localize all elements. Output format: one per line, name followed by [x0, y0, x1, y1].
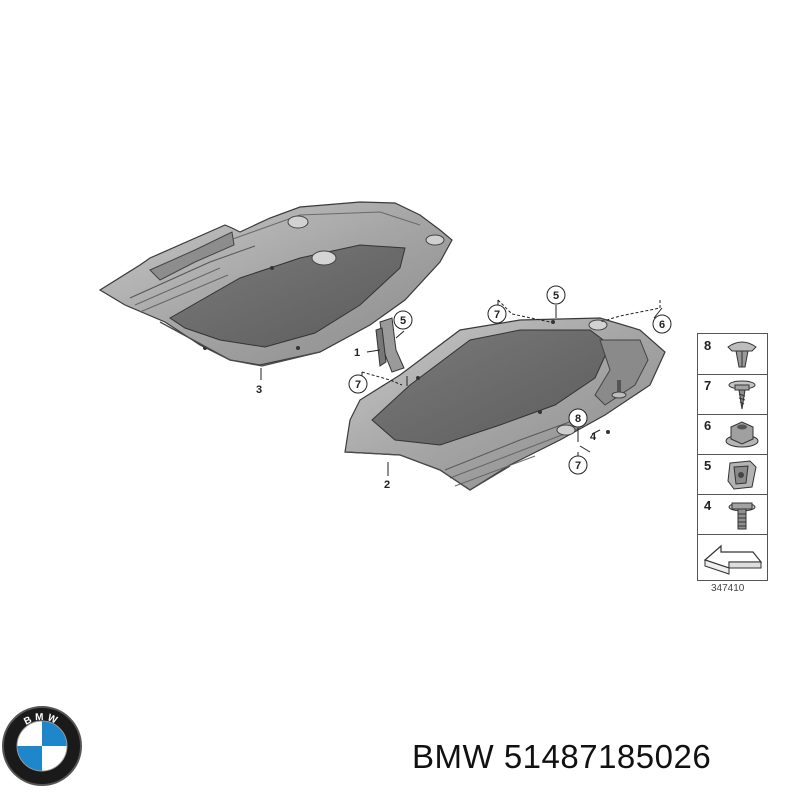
bmw-logo: BMW [2, 706, 82, 786]
tapping-screw-icon [728, 380, 756, 410]
clip-nut-icon [727, 460, 757, 490]
legend-number: 8 [704, 338, 712, 353]
svg-text:BMW: BMW [22, 712, 61, 728]
direction-arrow-icon [703, 544, 763, 575]
callout-7-left-label: 7 [355, 379, 361, 391]
callout-7-left: 7 [348, 374, 368, 394]
legend-number: 5 [704, 458, 712, 473]
callout-1-label: 1 [354, 347, 360, 359]
legend-item-7: 7 [698, 374, 767, 415]
fastener-legend: 8 7 6 5 4 [697, 333, 768, 581]
callout-6-label: 6 [659, 319, 665, 331]
part-number-caption: BMW 51487185026 [412, 738, 712, 775]
callout-2-label: 2 [384, 479, 390, 491]
bmw-logo-text: BMW [22, 712, 58, 728]
legend-number: 7 [704, 378, 712, 393]
legend-item-8: 8 [698, 334, 767, 375]
push-rivet-icon [727, 341, 757, 368]
underbody-shield-part-2 [344, 317, 666, 491]
diagram-reference-code: 347410 [711, 583, 745, 594]
callout-7-top-label: 7 [494, 309, 500, 321]
legend-item-4: 4 [698, 494, 767, 535]
callout-6: 6 [652, 314, 672, 334]
parts-diagram: 5 7 6 5 7 8 7 1 3 2 4 [98, 201, 672, 491]
legend-item-6: 6 [698, 414, 767, 455]
callout-8-label: 8 [575, 413, 581, 425]
legend-direction [698, 534, 767, 580]
bracket-part-1 [375, 317, 405, 373]
callout-3-label: 3 [256, 384, 262, 396]
hex-nut-icon [725, 421, 759, 448]
callout-4-label: 4 [590, 431, 597, 443]
callout-5-bracket-label: 5 [400, 315, 406, 327]
underbody-shield-part-3 [98, 201, 453, 367]
legend-number: 4 [704, 498, 712, 513]
callout-7-bottom: 7 [568, 455, 588, 475]
callout-8: 8 [568, 408, 588, 428]
callout-5-top-label: 5 [553, 290, 559, 302]
legend-item-5: 5 [698, 454, 767, 495]
legend-number: 6 [704, 418, 712, 433]
callout-7-bottom-label: 7 [575, 460, 581, 472]
hex-bolt-icon [728, 502, 756, 530]
callout-7-top: 7 [487, 304, 507, 324]
callout-5-bracket: 5 [393, 310, 413, 330]
callout-5-top: 5 [546, 285, 566, 305]
